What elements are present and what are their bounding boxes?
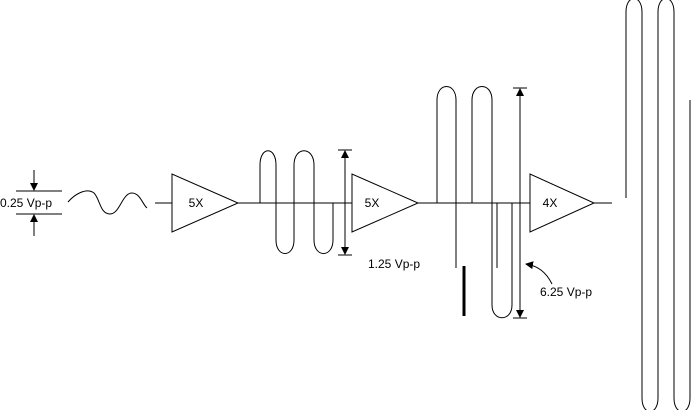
amplifier-gain-label-3: 4X — [543, 196, 558, 210]
stage2-amplitude-label: 6.25 Vp-p — [540, 285, 592, 299]
amplifier-gain-label-2: 5X — [365, 196, 380, 210]
amplifier-stage-2: 5X — [351, 173, 420, 233]
amplifier-stage-1: 5X — [171, 173, 240, 233]
stage1-amplitude-dimension — [338, 149, 352, 256]
amplifier-stage-3: 4X — [529, 173, 596, 233]
amplifier-gain-label-1: 5X — [189, 196, 204, 210]
stage1-amplitude-label: 1.25 Vp-p — [368, 257, 420, 271]
stage3-output-wave — [625, 0, 691, 410]
amplifier-triangle-3 — [529, 173, 596, 233]
stage2-output-wave — [436, 86, 513, 319]
stage2-amplitude-dimension — [513, 87, 553, 319]
input-amplitude-dimension — [16, 170, 62, 236]
input-signal-wave — [67, 190, 148, 215]
amplifier-triangle-2 — [351, 173, 420, 233]
stage1-output-wave — [259, 150, 334, 254]
input-amplitude-label: 0.25 Vp-p — [0, 196, 52, 210]
amplifier-triangle-1 — [171, 173, 240, 233]
